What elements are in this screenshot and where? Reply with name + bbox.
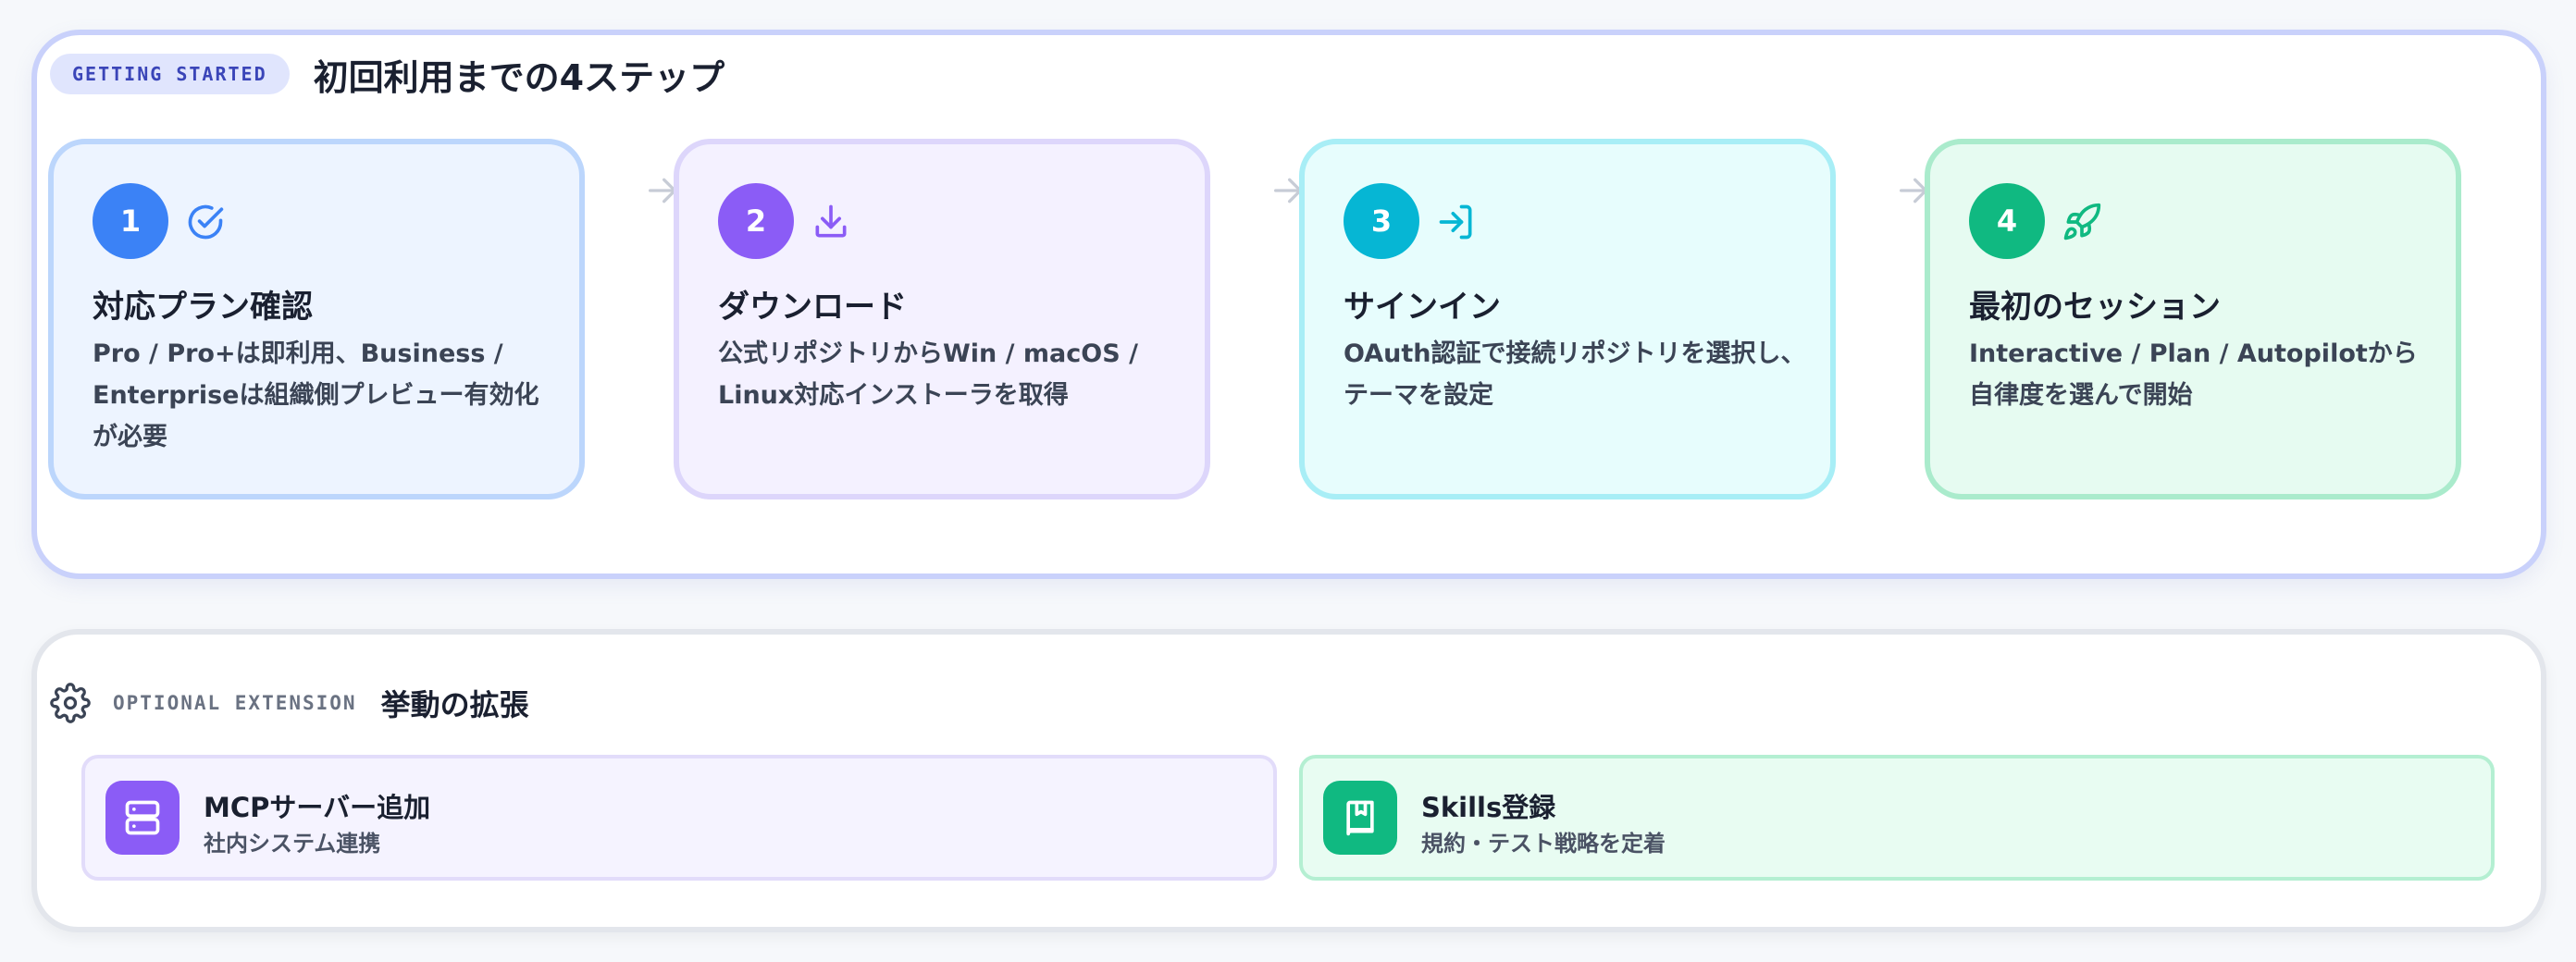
- step-card-3: 3 サインイン OAuth認証で接続リポジトリを選択し、テーマを設定: [1299, 139, 1836, 500]
- step-number-badge: 1: [93, 183, 168, 259]
- getting-started-badge: GETTING STARTED: [50, 54, 290, 94]
- step-title: ダウンロード: [718, 289, 907, 326]
- step-description: Interactive / Plan / Autopilotから自律度を選んで開…: [1969, 339, 2418, 410]
- server-icon: [125, 800, 160, 835]
- optional-extension-header: OPTIONAL EXTENSION 挙動の拡張: [50, 675, 529, 731]
- step-title: 最初のセッション: [1969, 289, 2221, 326]
- book-icon-tile: [1323, 781, 1397, 855]
- server-icon-tile: [105, 781, 180, 855]
- gear-icon: [50, 683, 91, 723]
- step-card-4: 4 最初のセッション Interactive / Plan / Autopilo…: [1925, 139, 2461, 500]
- extension-item-mcp[interactable]: MCPサーバー追加 社内システム連携: [81, 755, 1277, 881]
- extension-subtitle: 社内システム連携: [204, 831, 381, 857]
- getting-started-header: GETTING STARTED 初回利用までの4ステップ: [50, 54, 724, 98]
- extension-subtitle: 規約・テスト戦略を定着: [1421, 831, 1666, 857]
- step-number-badge: 3: [1344, 183, 1419, 259]
- step-description: 公式リポジトリからWin / macOS / Linux対応インストーラを取得: [718, 339, 1138, 410]
- download-icon: [815, 204, 847, 238]
- step-card-1: 1 対応プラン確認 Pro / Pro+は即利用、Business / Ente…: [48, 139, 585, 500]
- book-icon: [1346, 800, 1374, 836]
- check-circle-icon: [188, 204, 224, 240]
- step-number-badge: 4: [1969, 183, 2045, 259]
- step-description: Pro / Pro+は即利用、Business / Enterpriseは組織側…: [93, 339, 539, 451]
- optional-extension-title: 挙動の拡張: [380, 687, 529, 722]
- getting-started-title: 初回利用までの4ステップ: [313, 56, 725, 98]
- extension-item-skills[interactable]: Skills登録 規約・テスト戦略を定着: [1299, 755, 2495, 881]
- optional-extension-label: OPTIONAL EXTENSION: [113, 692, 357, 714]
- step-number-badge: 2: [718, 183, 794, 259]
- rocket-icon: [2063, 203, 2101, 240]
- step-title: 対応プラン確認: [93, 289, 313, 326]
- extension-name: Skills登録: [1421, 792, 1556, 823]
- step-title: サインイン: [1344, 289, 1501, 326]
- sign-in-icon: [1439, 204, 1472, 240]
- step-card-2: 2 ダウンロード 公式リポジトリからWin / macOS / Linux対応イ…: [674, 139, 1210, 500]
- step-description: OAuth認証で接続リポジトリを選択し、テーマを設定: [1344, 339, 1806, 410]
- extension-name: MCPサーバー追加: [204, 792, 431, 823]
